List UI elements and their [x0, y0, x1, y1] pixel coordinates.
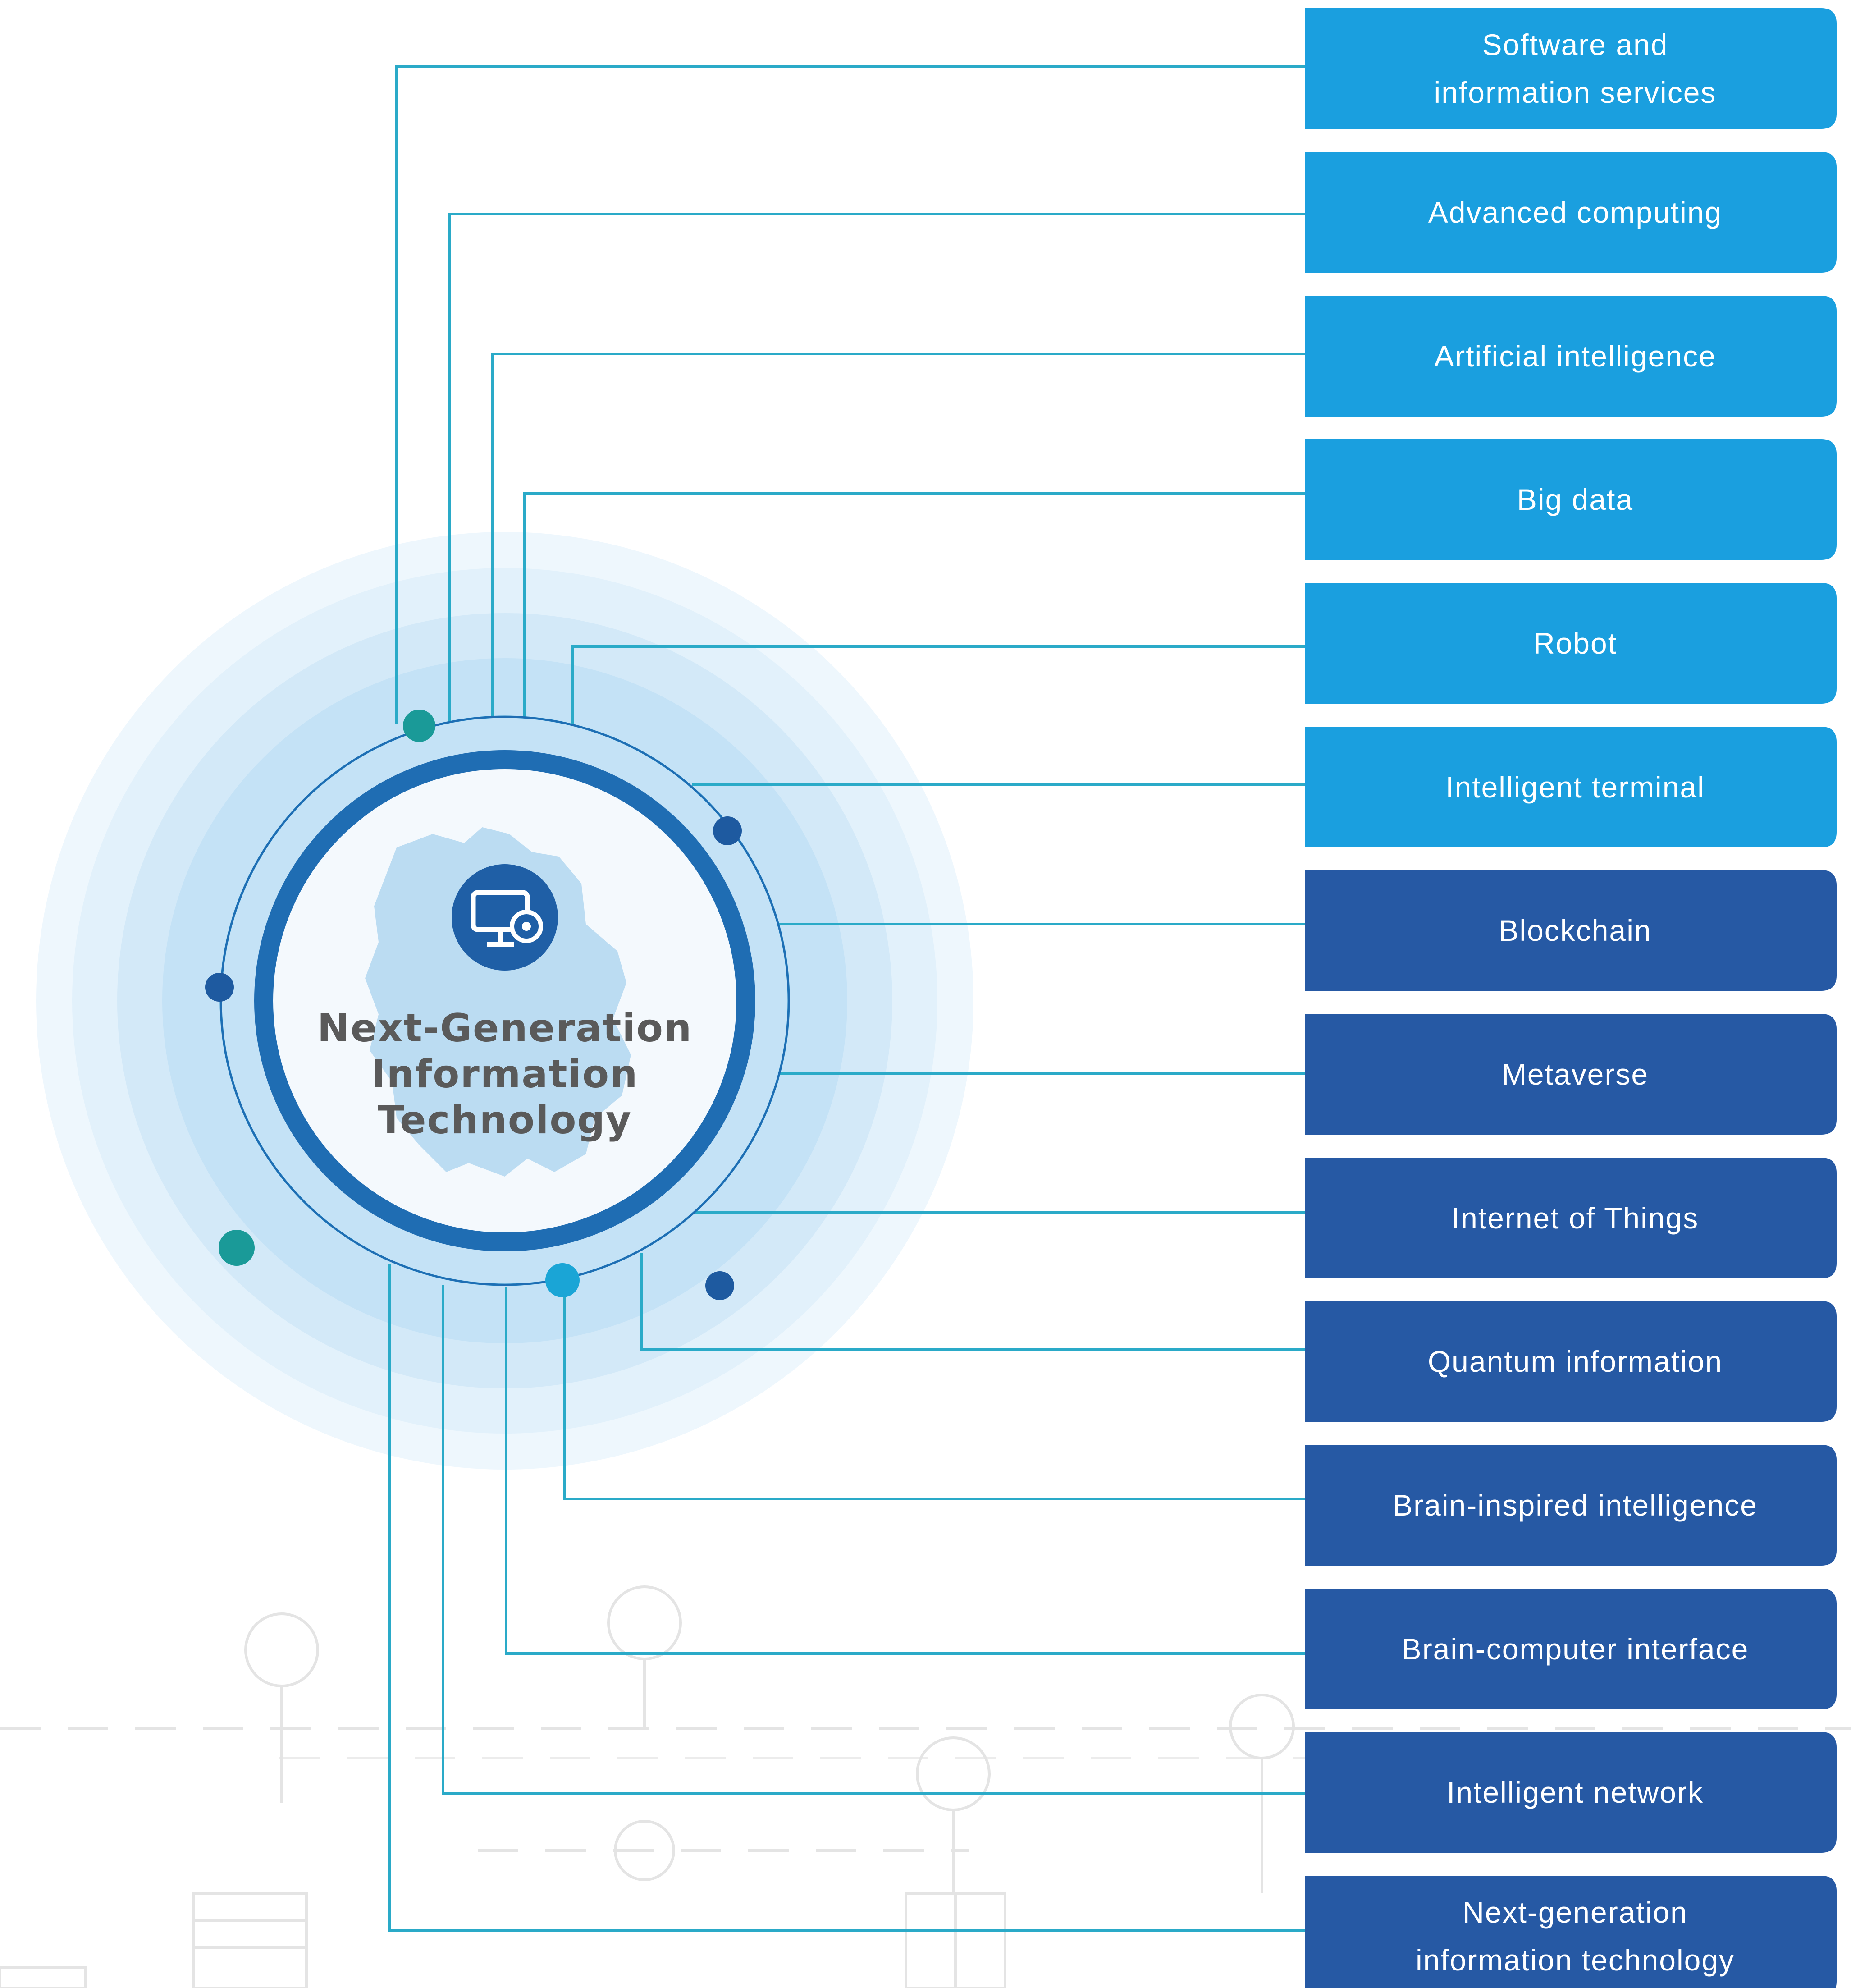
category-box-big-data: Big data: [1305, 439, 1837, 560]
device-node-icon: [614, 1820, 675, 1881]
category-box-bg: [1305, 1301, 1837, 1422]
list-node-icon: [1229, 1694, 1295, 1759]
category-box-robot: Robot: [1305, 583, 1837, 704]
teal-dot: [219, 1230, 255, 1266]
category-box-quantum-information: Quantum information: [1305, 1301, 1837, 1422]
category-label: Blockchain: [1499, 914, 1651, 947]
category-box-bg: [1305, 1589, 1837, 1709]
hub-title-line-3: Technology: [378, 1098, 632, 1143]
category-label: Intelligent terminal: [1445, 770, 1705, 804]
connector-lines: [388, 65, 1305, 1932]
category-box-advanced-computing: Advanced computing: [1305, 152, 1837, 273]
building-left: [192, 1892, 308, 1988]
category-box-bg: [1305, 727, 1837, 847]
connector-intelligent-network: [442, 1285, 1305, 1795]
category-box-intelligent-terminal: Intelligent terminal: [1305, 727, 1837, 847]
category-box-bg: [1305, 152, 1837, 273]
category-box-bg: [1305, 1732, 1837, 1853]
category-box-intelligent-network: Intelligent network: [1305, 1732, 1837, 1853]
connector-robot: [571, 645, 1305, 724]
category-label: Big data: [1517, 483, 1633, 516]
teal-dot: [403, 710, 435, 742]
category-box-internet-of-things: Internet of Things: [1305, 1158, 1837, 1278]
category-label: Internet of Things: [1452, 1201, 1699, 1235]
category-boxes: Software and information servicesAdvanced…: [1305, 8, 1837, 1988]
background-network-pattern: [0, 1585, 1851, 1988]
category-box-bg: [1305, 1014, 1837, 1135]
hub-map-silhouette: [365, 827, 631, 1177]
category-label: Intelligent network: [1447, 1776, 1704, 1809]
category-label: information technology: [1416, 1943, 1735, 1977]
category-label: Brain-computer interface: [1402, 1632, 1749, 1666]
category-box-metaverse: Metaverse: [1305, 1014, 1837, 1135]
connector-artificial-intelligence: [491, 353, 1305, 718]
category-box-bg: [1305, 870, 1837, 991]
navy-dot: [713, 816, 742, 845]
hub-title-line-2: Information: [371, 1052, 639, 1097]
connector-quantum-information: [640, 1253, 1305, 1351]
category-label: Robot: [1533, 627, 1617, 660]
category-label: Software and: [1482, 28, 1668, 61]
category-label: information services: [1434, 76, 1717, 109]
category-box-bg: [1305, 1876, 1837, 1988]
category-box-software-and-information-services: Software and information services: [1305, 8, 1837, 129]
connector-software-and-information-services: [395, 65, 1305, 724]
category-label: Brain-inspired intelligence: [1393, 1489, 1758, 1522]
category-label: Artificial intelligence: [1434, 339, 1716, 373]
connector-big-data: [523, 492, 1305, 718]
category-box-brain-inspired-intelligence: Brain-inspired intelligence: [1305, 1445, 1837, 1566]
category-label: Advanced computing: [1428, 196, 1722, 229]
computer-gear-icon: [452, 864, 558, 971]
connector-brain-computer-interface: [505, 1287, 1305, 1655]
hub-title-line-1: Next-Generation: [317, 1006, 692, 1051]
category-box-bg: [1305, 1158, 1837, 1278]
cyan-dot: [545, 1263, 580, 1297]
navy-dot: [205, 973, 234, 1002]
category-box-bg: [1305, 439, 1837, 560]
connector-brain-inspired-intelligence: [563, 1280, 1305, 1500]
category-box-brain-computer-interface: Brain-computer interface: [1305, 1589, 1837, 1709]
category-label: Quantum information: [1428, 1345, 1723, 1378]
hub-thick-ring: [254, 750, 755, 1251]
category-box-bg: [1305, 296, 1837, 417]
category-box-next-generation-information-technology: Next-generation information technology: [1305, 1876, 1837, 1988]
connector-advanced-computing: [448, 213, 1305, 721]
share-node-icon: [607, 1585, 682, 1660]
category-box-artificial-intelligence: Artificial intelligence: [1305, 296, 1837, 417]
category-label: Metaverse: [1502, 1058, 1649, 1091]
category-box-bg: [1305, 1445, 1837, 1566]
decorative-dots: [205, 710, 742, 1300]
category-box-bg: [1305, 8, 1837, 129]
wifi-node-icon: [916, 1736, 991, 1811]
category-box-bg: [1305, 583, 1837, 704]
network-node-icon: [244, 1612, 319, 1687]
connector-next-generation-information-technology: [388, 1264, 1305, 1932]
category-label: Next-generation: [1463, 1896, 1688, 1929]
category-box-blockchain: Blockchain: [1305, 870, 1837, 991]
navy-dot: [705, 1271, 734, 1300]
